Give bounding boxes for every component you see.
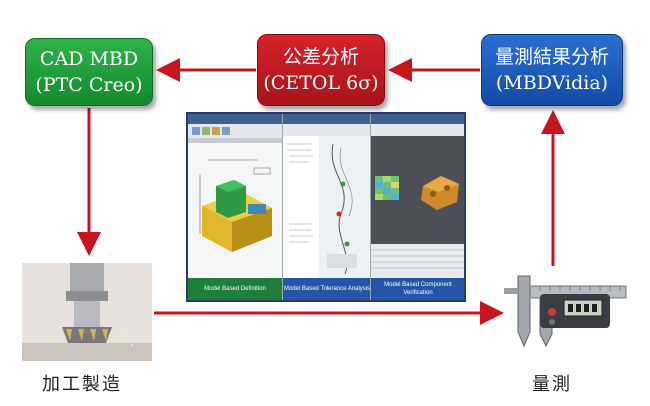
verification-pane-label: Model Based Component Verification <box>371 278 464 300</box>
tolerance-pane: Model Based Tolerance Analysis <box>282 114 371 300</box>
tolerance-analysis-box: 公差分析 (CETOL 6σ) <box>257 34 385 106</box>
cad-box-subtitle: (PTC Creo) <box>35 74 143 96</box>
milling-tool-illustration <box>22 263 152 361</box>
cad-box-title: CAD MBD <box>39 48 139 70</box>
definition-pane: Model Based Definition <box>188 114 282 300</box>
verification-illustration <box>371 114 464 278</box>
tolerance-box-title: 公差分析 <box>282 46 359 68</box>
tolerance-box-subtitle: (CETOL 6σ) <box>263 72 379 94</box>
definition-pane-label: Model Based Definition <box>188 278 282 300</box>
caliper-icon <box>504 275 627 348</box>
manufacturing-caption: 加工製造 <box>42 374 122 395</box>
measurement-analysis-box: 量測結果分析 (MBDVidia) <box>481 34 623 106</box>
software-composite-image: Model Based Definition Model Based Toler… <box>186 112 466 302</box>
machining-photo <box>22 263 152 361</box>
cad-model-illustration <box>188 114 282 252</box>
verification-pane: Model Based Component Verification <box>370 114 464 300</box>
measurement-caption: 量測 <box>532 374 572 395</box>
caliper-photo <box>500 272 630 354</box>
tolerance-analysis-illustration <box>283 114 371 278</box>
tolerance-pane-label: Model Based Tolerance Analysis <box>283 278 371 300</box>
analysis-box-subtitle: (MBDVidia) <box>495 72 609 94</box>
analysis-box-title: 量測結果分析 <box>494 46 609 68</box>
cad-mbd-box: CAD MBD (PTC Creo) <box>25 38 153 106</box>
